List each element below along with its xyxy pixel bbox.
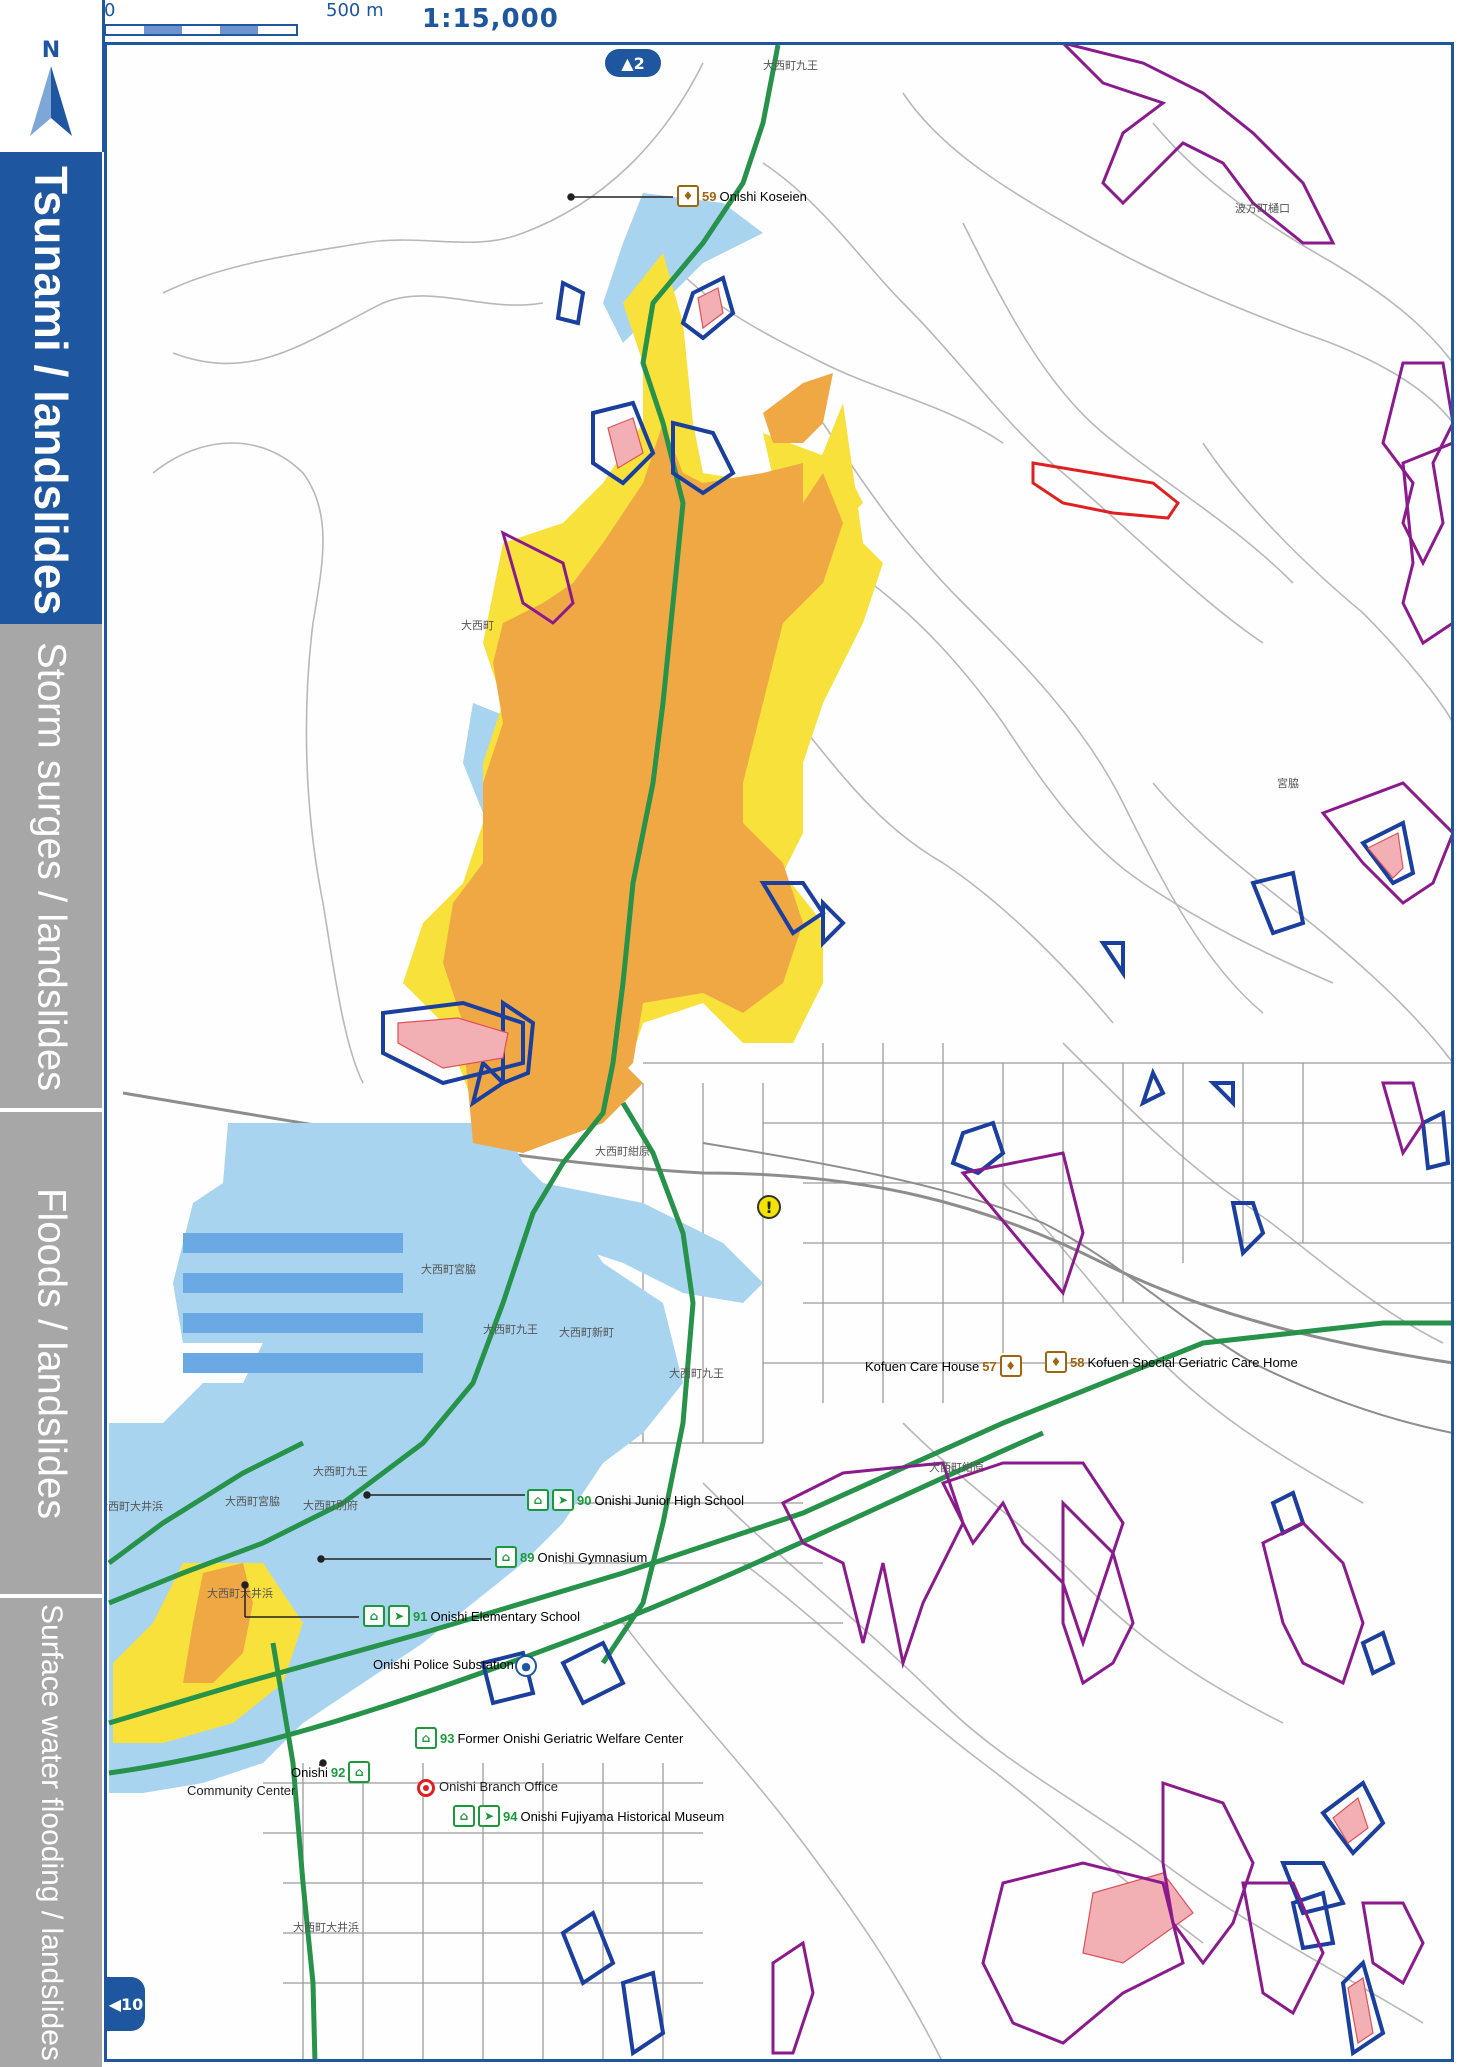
facility-name: Onishi Koseien bbox=[719, 188, 807, 204]
hazard-map[interactable]: ▲2 ◀10 ! 大西町九王 波方町樋口 大西町 宮脇 大西町紺原 大西町宮脇 … bbox=[104, 42, 1454, 2062]
facility-number: 59 bbox=[702, 188, 717, 204]
national-roads bbox=[107, 45, 1451, 2059]
facility-name-line2: Community Center bbox=[187, 1783, 296, 1798]
place-name: 大西町九王 bbox=[483, 1324, 538, 1336]
facility-90[interactable]: ⌂ ➤ 90 Onishi Junior High School bbox=[527, 1489, 744, 1511]
debris-flow-zones bbox=[500, 45, 1451, 2055]
facility-name: Onishi Fujiyama Historical Museum bbox=[520, 1808, 725, 1824]
alert-zone bbox=[1031, 461, 1181, 520]
map-canvas bbox=[107, 45, 1451, 2059]
tab-surface-water-landslides[interactable]: Surface water flooding / landslides bbox=[0, 1598, 102, 2067]
nav-page-10-button[interactable]: ◀10 bbox=[107, 1977, 145, 2031]
place-name: 大西町九王 bbox=[669, 1368, 724, 1380]
facility-name: Kofuen Special Geriatric Care Home bbox=[1087, 1354, 1298, 1370]
scale-graphic bbox=[104, 24, 298, 36]
place-name: 大西町別府 bbox=[303, 1500, 358, 1512]
scale-distance-label: 500 m bbox=[326, 0, 384, 21]
scale-ratio-label: 1:15,000 bbox=[422, 4, 559, 34]
place-name: 大西町大井浜 bbox=[107, 1501, 163, 1513]
place-name: 大西町宮脇 bbox=[225, 1496, 280, 1508]
sidebar: N Tsunami / landslides 9 Storm surges / … bbox=[0, 0, 105, 2067]
welfare-icon: ♦ bbox=[677, 185, 699, 207]
facility-name: Onishi Elementary School bbox=[430, 1608, 581, 1624]
scale-bar: 0 500 m 1:15,000 bbox=[104, 0, 704, 42]
tab-tsunami-landslides[interactable]: Tsunami / landslides 9 bbox=[0, 152, 102, 683]
place-name: 大西町大井浜 bbox=[207, 1588, 273, 1600]
evac-site-icon: ➤ bbox=[388, 1605, 410, 1627]
facility-name: Onishi Police Substation bbox=[373, 1657, 514, 1672]
police-icon: ● bbox=[515, 1655, 537, 1677]
facility-89[interactable]: ⌂ 89 Onishi Gymnasium bbox=[495, 1546, 647, 1568]
facility-name: Onishi Junior High School bbox=[594, 1492, 745, 1508]
facility-number: 89 bbox=[520, 1549, 535, 1565]
inundation-deep-area bbox=[763, 373, 833, 443]
tab-divider bbox=[0, 1108, 102, 1112]
branch-office-label[interactable]: Onishi Branch Office bbox=[439, 1779, 558, 1794]
place-name: 大西町宮脇 bbox=[421, 1264, 476, 1276]
tab-storm-label: Storm surges / landslides bbox=[29, 642, 74, 1092]
evac-site-icon: ➤ bbox=[478, 1805, 500, 1827]
expressway bbox=[702, 1142, 1451, 1434]
place-name: 宮脇 bbox=[1277, 778, 1299, 790]
shelter-icon: ⌂ bbox=[415, 1727, 437, 1749]
facility-91[interactable]: ⌂ ➤ 91 Onishi Elementary School bbox=[363, 1605, 580, 1627]
landslide-zones bbox=[381, 275, 1451, 2057]
tab-surface-label: Surface water flooding / landslides bbox=[35, 1604, 68, 2061]
place-name: 大西町 bbox=[461, 620, 494, 632]
nav-page-2-button[interactable]: ▲2 bbox=[605, 49, 661, 77]
tab-floods-landslides[interactable]: Floods / landslides bbox=[0, 1112, 102, 1596]
facility-94[interactable]: ⌂ ➤ 94 Onishi Fujiyama Historical Museum bbox=[453, 1805, 724, 1827]
facility-57[interactable]: Kofuen Care House 57 ♦ bbox=[865, 1355, 1022, 1377]
place-name: 大西町紺原 bbox=[929, 1462, 984, 1474]
shelter-icon: ⌂ bbox=[453, 1805, 475, 1827]
tab-divider bbox=[0, 1594, 102, 1598]
facility-number: 92 bbox=[330, 1764, 346, 1780]
facility-number: 58 bbox=[1070, 1354, 1085, 1370]
facility-number: 94 bbox=[503, 1808, 518, 1824]
facility-number: 91 bbox=[413, 1608, 428, 1624]
facility-name: Former Onishi Geriatric Welfare Center bbox=[457, 1730, 684, 1746]
place-name: 大西町九王 bbox=[313, 1466, 368, 1478]
facility-93[interactable]: ⌂ 93 Former Onishi Geriatric Welfare Cen… bbox=[415, 1727, 683, 1749]
place-name: 波方町樋口 bbox=[1235, 203, 1290, 215]
place-name: 大西町紺原 bbox=[595, 1146, 650, 1158]
welfare-icon: ♦ bbox=[1045, 1351, 1067, 1373]
facility-name: Kofuen Care House bbox=[865, 1358, 980, 1374]
north-label: N bbox=[41, 38, 61, 63]
facility-59[interactable]: ♦ 59 Onishi Koseien bbox=[677, 185, 807, 207]
police-substation[interactable]: Onishi Police Substation bbox=[373, 1657, 514, 1672]
facility-name: Onishi bbox=[291, 1764, 328, 1780]
place-name: 大西町新町 bbox=[559, 1327, 614, 1339]
place-name: 大西町九王 bbox=[763, 60, 818, 72]
evac-site-icon: ➤ bbox=[552, 1489, 574, 1511]
inundation-deep-area bbox=[183, 1563, 253, 1683]
warning-icon[interactable]: ! bbox=[757, 1195, 781, 1219]
facility-58[interactable]: ♦ 58 Kofuen Special Geriatric Care Home bbox=[1045, 1351, 1298, 1373]
welfare-icon: ♦ bbox=[999, 1355, 1022, 1377]
facility-name: Onishi Gymnasium bbox=[537, 1549, 648, 1565]
inundation-shallow-blocks bbox=[183, 1233, 423, 1373]
shelter-icon: ⌂ bbox=[495, 1546, 517, 1568]
tab-tsunami-label: Tsunami / landslides bbox=[25, 166, 77, 616]
north-indicator: N bbox=[0, 0, 105, 152]
tab-storm-surges-landslides[interactable]: Storm surges / landslides bbox=[0, 624, 102, 1110]
inundation-shallow-area bbox=[543, 1183, 763, 1303]
scale-zero-label: 0 bbox=[104, 0, 116, 21]
north-arrow-icon bbox=[30, 66, 72, 136]
shelter-icon: ⌂ bbox=[363, 1605, 385, 1627]
shelter-icon: ⌂ bbox=[348, 1761, 371, 1783]
facility-92[interactable]: Onishi 92 ⌂ bbox=[291, 1761, 371, 1783]
tab-floods-label: Floods / landslides bbox=[29, 1188, 74, 1520]
shelter-icon: ⌂ bbox=[527, 1489, 549, 1511]
inundation-deep-area bbox=[443, 423, 843, 1113]
facility-number: 90 bbox=[577, 1492, 592, 1508]
facility-number: 93 bbox=[440, 1730, 455, 1746]
facility-number: 57 bbox=[982, 1358, 997, 1374]
branch-office-icon bbox=[417, 1779, 435, 1797]
place-name: 大西町大井浜 bbox=[293, 1922, 359, 1934]
